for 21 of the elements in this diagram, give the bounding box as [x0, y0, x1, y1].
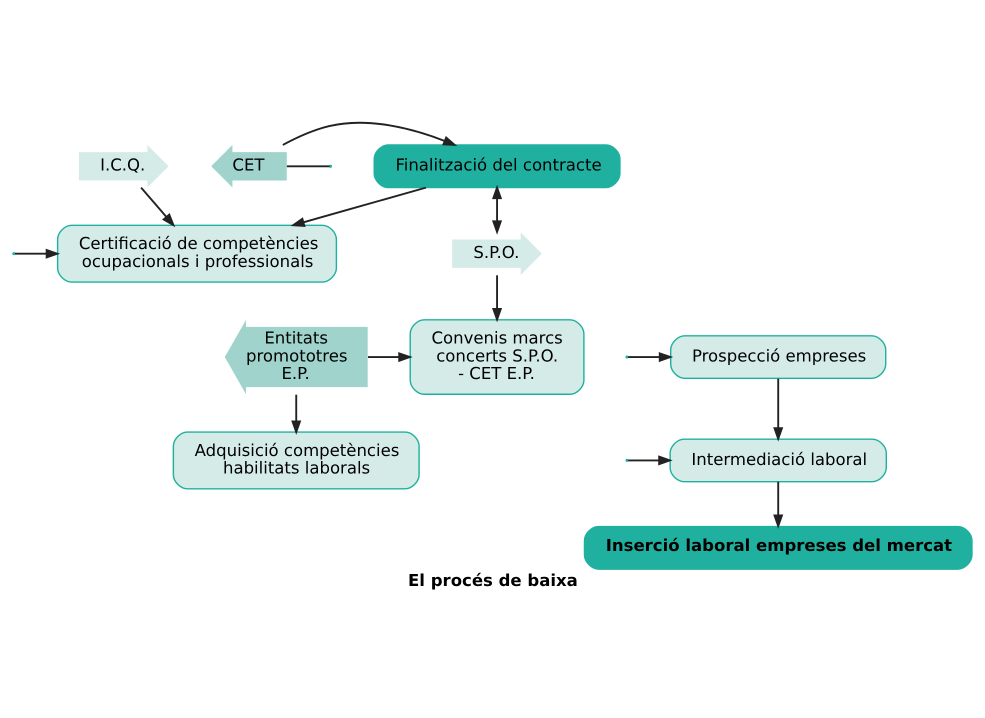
arrow — [492, 184, 502, 234]
arrow — [368, 352, 413, 362]
arrow — [773, 481, 784, 528]
arrow — [628, 352, 674, 362]
connector — [286, 164, 330, 167]
node-box: Prospecció empreses — [670, 334, 886, 379]
node-box: Inserció laboral empreses del mercat — [584, 525, 973, 570]
node-box: Certificació de competències ocupacionals i professionals — [56, 224, 338, 282]
node-box: Intermediació laboral — [669, 438, 888, 482]
arrow — [773, 378, 784, 442]
arrow — [282, 121, 458, 146]
arrow — [628, 454, 673, 465]
arrow — [290, 186, 426, 226]
arrow — [492, 274, 502, 322]
node-box: Finalització del contracte — [374, 144, 621, 188]
caption: El procés de baixa — [408, 570, 578, 590]
arrow — [14, 248, 60, 258]
node-box: Convenis marcs concerts S.P.O. - CET E.P. — [410, 318, 585, 394]
node-box: Adquisició competències habilitats laborals — [172, 430, 420, 489]
arrow — [140, 186, 176, 227]
arrow — [291, 394, 302, 434]
